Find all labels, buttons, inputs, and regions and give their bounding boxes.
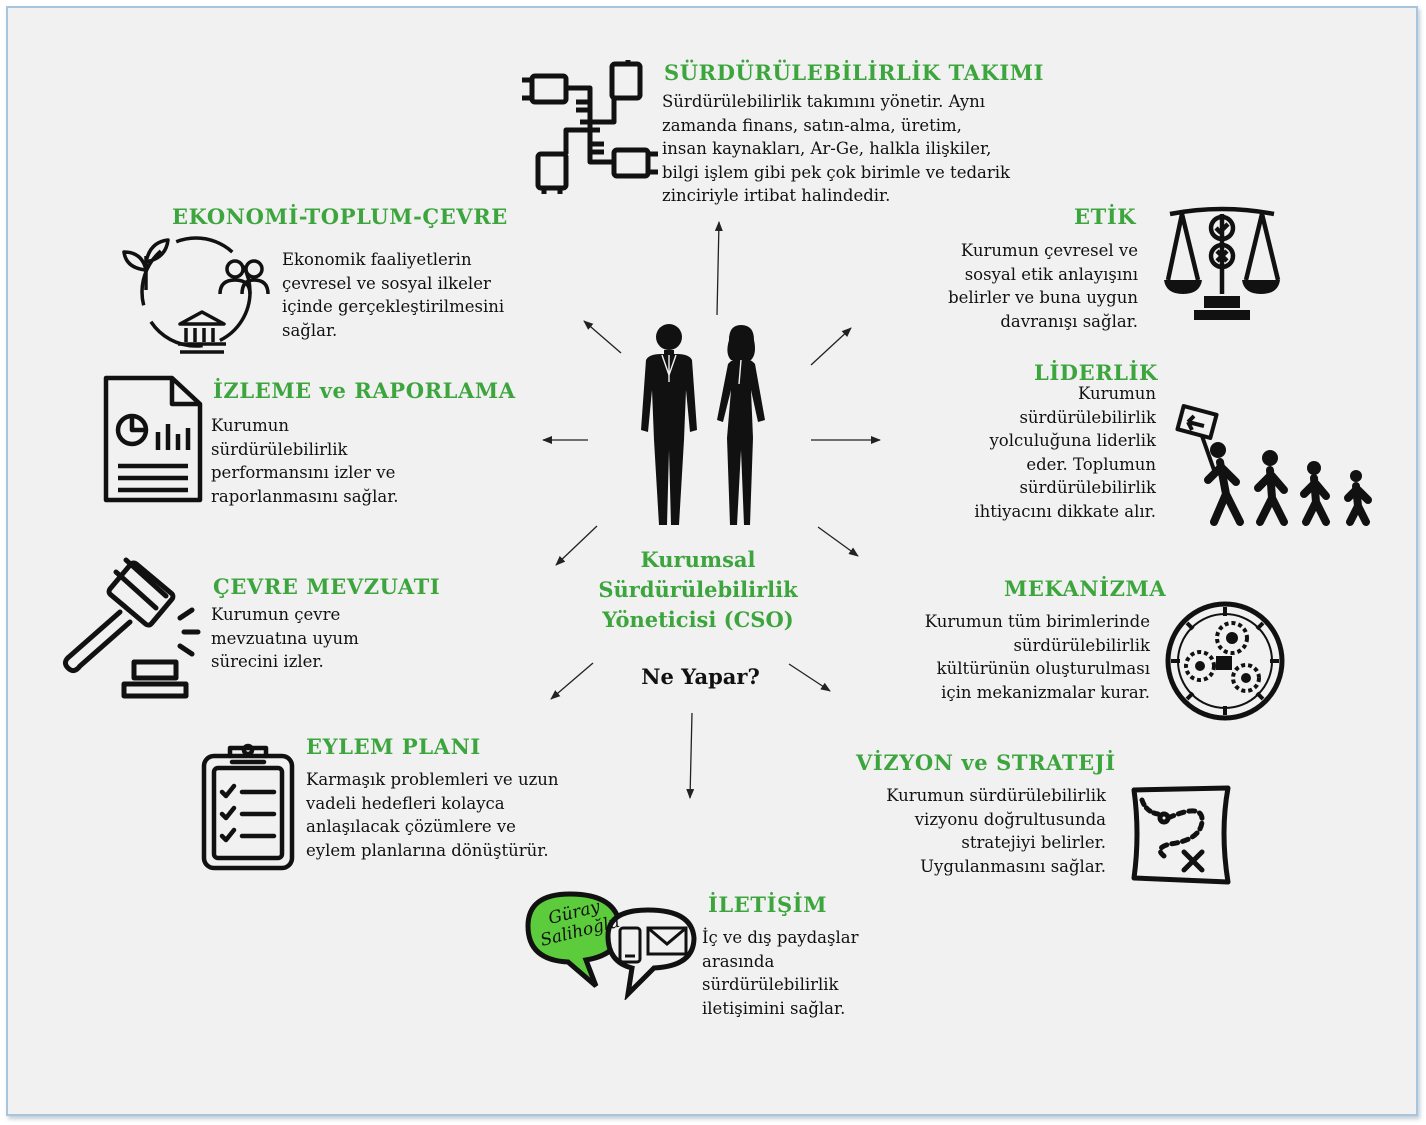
arrow-low-left	[550, 662, 594, 700]
arrow-low-right	[788, 663, 831, 692]
etik-title: ETİK	[1074, 204, 1137, 229]
mevzuat-desc: Kurumun çevre mevzuatına uyum sürecini i…	[211, 605, 359, 671]
etik-desc: Kurumun çevresel ve sosyal etik anlayışı…	[948, 241, 1138, 331]
arrow-down	[686, 712, 695, 799]
arrow-mid-left	[555, 525, 598, 566]
ekonomi-title: EKONOMİ-TOPLUM-ÇEVRE	[172, 204, 508, 229]
arrow-up-left	[583, 320, 622, 354]
center-question: Ne Yapar?	[641, 664, 760, 689]
business-people-icon	[641, 324, 765, 525]
mekanizma-title: MEKANİZMA	[1004, 576, 1167, 601]
ekonomi-desc: Ekonomik faaliyetlerin çevresel ve sosya…	[282, 250, 505, 340]
arrows-layer	[542, 221, 881, 799]
clock-gears-icon	[1165, 601, 1285, 721]
center-title: Kurumsal Sürdürülebilirlik Yöneticisi (C…	[598, 547, 798, 632]
izleme-desc: Kurumun sürdürülebilirlik performansını …	[211, 416, 399, 506]
takim-title: SÜRDÜRÜLEBİLİRLİK TAKIMI	[664, 60, 1045, 85]
gavel-icon	[62, 557, 201, 699]
arrow-up-right	[810, 327, 852, 366]
leader-walking-icon	[1175, 404, 1372, 526]
scales-icon	[1164, 206, 1281, 320]
report-document-icon	[103, 375, 203, 503]
economy-society-environment-icon	[122, 236, 270, 354]
takim-desc: Sürdürülebilirlik takımını yönetir. Aynı…	[662, 92, 1011, 205]
eylem-desc: Karmaşık problemleri ve uzun vadeli hede…	[306, 770, 559, 860]
eylem-title: EYLEM PLANI	[306, 734, 481, 759]
izleme-title: İZLEME ve RAPORLAMA	[213, 378, 516, 403]
iletisim-desc: İç ve dış paydaşlar arasında sürdürülebi…	[702, 928, 859, 1018]
strategy-map-icon	[1131, 785, 1231, 885]
liderlik-title: LİDERLİK	[1034, 360, 1158, 385]
vizyon-title: VİZYON ve STRATEJİ	[856, 750, 1116, 775]
arrow-mid-right	[817, 526, 859, 557]
speech-bubbles-icon: Güray Salihoğlu	[525, 891, 697, 1000]
infographic-canvas: Kurumsal Sürdürülebilirlik Yöneticisi (C…	[6, 6, 1418, 1116]
liderlik-desc: Kurumun sürdürülebilirlik yolculuğuna li…	[974, 384, 1156, 521]
mekanizma-desc: Kurumun tüm birimlerinde sürdürülebilirl…	[924, 612, 1150, 702]
iletisim-title: İLETİŞİM	[708, 892, 828, 917]
clipboard-checklist-icon	[201, 743, 295, 871]
hands-circle-icon	[522, 60, 658, 194]
arrow-up	[714, 221, 723, 316]
vizyon-desc: Kurumun sürdürülebilirlik vizyonu doğrul…	[886, 786, 1106, 876]
mevzuat-title: ÇEVRE MEVZUATI	[213, 574, 441, 599]
